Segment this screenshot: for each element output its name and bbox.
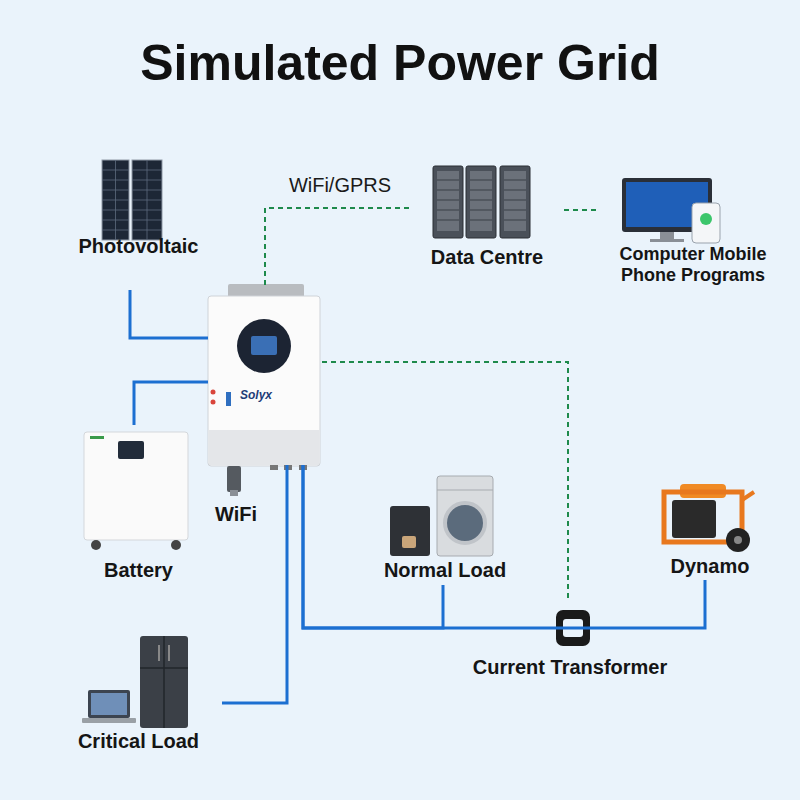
node-label: Solyx — [240, 389, 272, 403]
device-node: Critical Load — [55, 630, 222, 758]
edge-label: WiFi/GPRS — [286, 174, 394, 197]
node-label: Computer Mobile Phone Programs — [607, 244, 779, 285]
battery — [84, 432, 188, 550]
data-link — [322, 362, 568, 598]
node-label: Data Centre — [411, 246, 563, 269]
critical-appliances — [82, 636, 188, 728]
wifi-dongle — [227, 466, 241, 496]
server-rack — [433, 166, 530, 238]
node-label: Critical Load — [56, 730, 221, 753]
node-label: Current Transformer — [446, 656, 694, 679]
node-label: Photovoltaic — [56, 235, 221, 258]
diagram-title: Simulated Power Grid — [0, 36, 800, 91]
node-label: Battery — [76, 559, 201, 582]
power-cable — [303, 465, 443, 628]
node-label: Dynamo — [649, 555, 771, 578]
node-label: WiFi — [206, 503, 266, 526]
generator — [664, 484, 754, 552]
inverter — [208, 284, 320, 470]
computer-icon — [622, 178, 720, 243]
data-link — [564, 209, 596, 211]
device-node: Current Transformer — [445, 598, 695, 684]
device-node: WiFi — [205, 466, 267, 528]
node-label: Normal Load — [369, 559, 521, 582]
device-node: Battery — [75, 425, 202, 585]
power-cable — [222, 465, 287, 703]
power-cable — [303, 465, 705, 628]
appliances — [390, 476, 493, 556]
power-cable — [130, 290, 208, 338]
device-node: Dynamo — [648, 475, 772, 580]
solar-panel — [102, 160, 162, 240]
data-link — [265, 208, 410, 285]
device-node: Normal Load — [368, 470, 522, 585]
device-node: Data Centre — [410, 160, 564, 272]
device-node: Solyx — [208, 285, 322, 465]
device-node: Computer Mobile Phone Programs — [596, 168, 790, 290]
device-node: Photovoltaic — [55, 155, 222, 290]
power-cable — [134, 382, 208, 425]
